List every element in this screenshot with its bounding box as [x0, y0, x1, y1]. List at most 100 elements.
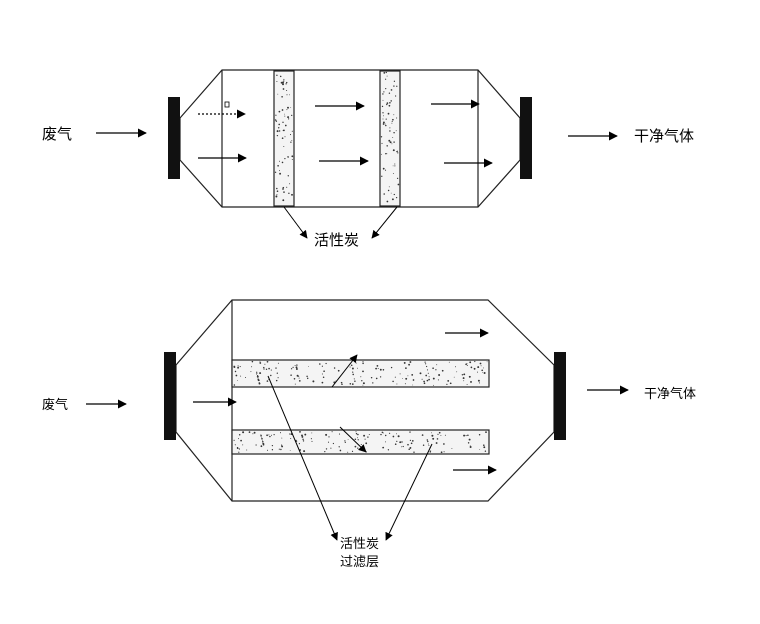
carbon-speck	[285, 83, 287, 85]
carbon-speck	[382, 112, 384, 114]
carbon-speck	[388, 104, 391, 107]
top-leader-line-2	[371, 206, 398, 239]
carbon-speck	[332, 442, 334, 445]
bottom-carbon-layer-2	[231, 429, 490, 455]
carbon-speck	[382, 447, 384, 449]
carbon-speck	[396, 440, 398, 443]
carbon-speck	[437, 433, 439, 435]
carbon-speck	[357, 439, 359, 441]
carbon-speck	[455, 366, 456, 368]
carbon-speck	[357, 433, 359, 436]
carbon-speck	[362, 370, 364, 373]
carbon-speck	[444, 434, 446, 436]
carbon-speck	[382, 99, 384, 101]
top-outlet-flange	[520, 97, 532, 179]
carbon-speck	[361, 380, 363, 382]
carbon-speck	[270, 369, 272, 371]
carbon-speck	[353, 378, 355, 380]
carbon-speck	[350, 364, 353, 366]
carbon-speck	[482, 372, 484, 374]
carbon-speck	[408, 363, 411, 366]
carbon-speck	[382, 93, 384, 95]
carbon-speck	[294, 383, 296, 385]
carbon-speck	[443, 443, 445, 445]
carbon-speck	[470, 380, 472, 383]
carbon-speck	[409, 431, 411, 433]
carbon-speck	[362, 362, 364, 365]
carbon-speck	[388, 186, 390, 188]
bottom-inlet-label: 废气	[42, 397, 68, 413]
carbon-speck	[355, 433, 358, 435]
carbon-speck	[419, 372, 422, 375]
carbon-speck	[363, 434, 366, 437]
carbon-speck	[409, 439, 412, 442]
top-leader-line-1	[283, 206, 308, 239]
carbon-speck	[268, 367, 270, 370]
carbon-speck	[394, 443, 397, 446]
carbon-speck	[287, 106, 289, 109]
carbon-speck	[367, 436, 369, 438]
carbon-speck	[433, 384, 434, 386]
carbon-speck	[463, 434, 466, 437]
carbon-speck	[338, 446, 340, 448]
carbon-speck	[259, 362, 262, 364]
carbon-speck	[447, 380, 450, 382]
carbon-speck	[380, 433, 382, 436]
carbon-speck	[441, 369, 444, 372]
carbon-speck	[428, 445, 430, 446]
carbon-speck	[351, 367, 354, 370]
carbon-speck	[382, 118, 384, 120]
carbon-speck	[312, 380, 315, 383]
carbon-speck	[392, 435, 395, 438]
carbon-speck	[480, 365, 482, 367]
carbon-speck	[411, 440, 414, 442]
carbon-speck	[284, 113, 285, 115]
carbon-speck	[284, 115, 286, 117]
carbon-speck	[290, 368, 293, 370]
carbon-speck	[256, 371, 258, 373]
carbon-speck	[282, 199, 285, 202]
carbon-speck	[386, 200, 389, 203]
carbon-speck	[289, 450, 291, 451]
carbon-speck	[405, 367, 407, 369]
carbon-speck	[237, 365, 239, 367]
carbon-speck	[377, 368, 379, 369]
carbon-speck	[355, 362, 357, 364]
carbon-speck	[276, 74, 278, 77]
carbon-speck	[423, 380, 425, 383]
carbon-speck	[252, 433, 254, 435]
carbon-speck	[347, 451, 349, 453]
carbon-speck	[382, 115, 384, 117]
carbon-speck	[281, 437, 283, 439]
carbon-speck	[286, 81, 288, 84]
carbon-speck	[477, 366, 480, 369]
carbon-speck	[389, 130, 391, 132]
carbon-speck	[352, 373, 355, 376]
carbon-speck	[354, 445, 357, 448]
carbon-speck	[402, 377, 404, 379]
carbon-speck	[391, 198, 394, 201]
carbon-speck	[478, 434, 481, 436]
carbon-speck	[277, 377, 279, 379]
carbon-speck	[386, 103, 388, 106]
carbon-speck	[438, 374, 441, 376]
carbon-speck	[265, 368, 268, 370]
carbon-speck	[289, 94, 291, 96]
carbon-speck	[301, 435, 304, 438]
carbon-speck	[282, 186, 285, 189]
carbon-speck	[397, 435, 400, 438]
carbon-speck	[287, 156, 289, 158]
carbon-speck	[379, 376, 382, 378]
carbon-speck	[428, 376, 430, 378]
carbon-speck	[393, 193, 395, 196]
carbon-speck	[259, 372, 262, 375]
carbon-speck	[291, 139, 293, 141]
carbon-speck	[302, 438, 304, 441]
carbon-speck	[349, 383, 352, 385]
top-small-marker	[224, 101, 230, 108]
carbon-speck	[262, 441, 264, 443]
carbon-speck	[276, 80, 278, 83]
carbon-speck	[273, 434, 275, 436]
carbon-speck	[469, 446, 472, 448]
carbon-speck	[261, 437, 263, 440]
